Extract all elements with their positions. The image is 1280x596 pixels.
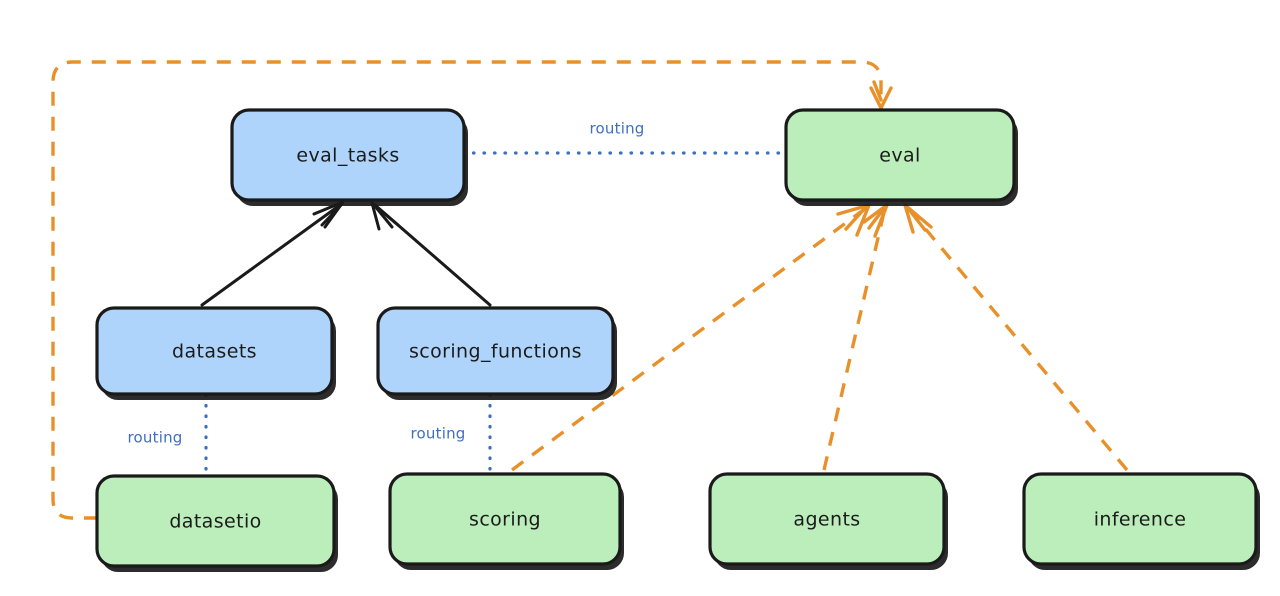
node-datasetio-body <box>95 474 336 568</box>
edge-inference-eval <box>903 203 1129 472</box>
node-datasets-body <box>95 306 334 396</box>
node-inference[interactable]: inference <box>1022 472 1260 570</box>
node-scoring-functions-label: scoring_functions <box>409 341 582 363</box>
node-inference-label: inference <box>1094 509 1187 531</box>
node-agents-body <box>708 472 946 566</box>
node-eval-tasks-label: eval_tasks <box>296 145 399 167</box>
node-datasetio[interactable]: datasetio <box>95 474 338 572</box>
edge-label-routing-datasets: routing <box>128 429 183 447</box>
node-eval-label: eval <box>879 145 920 167</box>
node-agents[interactable]: agents <box>708 472 948 570</box>
node-agents-label: agents <box>793 509 860 531</box>
node-eval-tasks[interactable]: eval_tasks <box>230 108 468 206</box>
edge-datasets-eval-tasks <box>200 200 345 307</box>
node-scoring-body <box>388 472 622 566</box>
node-eval[interactable]: eval <box>784 108 1018 206</box>
node-scoring[interactable]: scoring <box>388 472 624 570</box>
node-datasets[interactable]: datasets <box>95 306 336 400</box>
edge-scoring-functions-eval-tasks <box>370 201 492 307</box>
node-datasets-label: datasets <box>172 341 257 363</box>
node-eval-tasks-body <box>230 108 466 202</box>
edge-datasetio-eval <box>51 60 893 520</box>
node-scoring-label: scoring <box>469 509 541 531</box>
edge-label-routing-eval-tasks: routing <box>590 120 645 138</box>
node-scoring-functions[interactable]: scoring_functions <box>376 306 617 400</box>
node-inference-body <box>1022 472 1258 566</box>
node-eval-body <box>784 108 1016 202</box>
edge-agents-eval <box>822 203 889 471</box>
edge-label-routing-scoring-functions: routing <box>411 425 466 443</box>
node-scoring-functions-body <box>376 306 615 396</box>
node-datasetio-label: datasetio <box>169 511 261 533</box>
